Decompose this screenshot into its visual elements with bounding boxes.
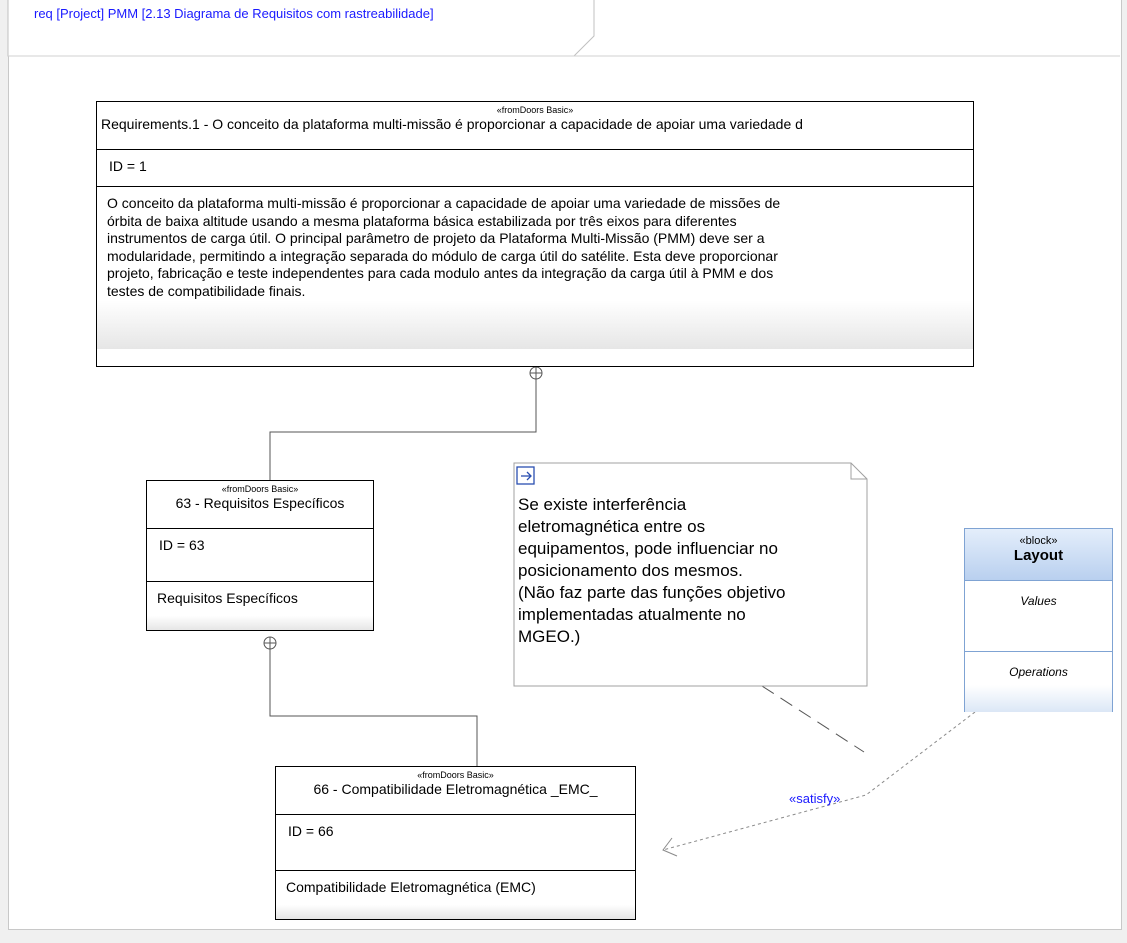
block-compartment-operations: Operations bbox=[965, 652, 1112, 712]
block-header: «block» Layout bbox=[965, 529, 1112, 581]
note-line: equipamentos, pode influenciar no bbox=[518, 539, 778, 558]
note-line: posicionamento dos mesmos. bbox=[518, 561, 743, 580]
requirement-text-line: instrumentos de carga útil. O principal … bbox=[107, 230, 765, 246]
requirement-stereotype: «fromDoors Basic» bbox=[417, 770, 494, 780]
requirement-stereotype: «fromDoors Basic» bbox=[496, 105, 574, 115]
satisfy-label[interactable]: «satisfy» bbox=[789, 791, 841, 806]
requirement-id: ID = 66 bbox=[276, 815, 635, 871]
block-stereotype: «block» bbox=[1019, 535, 1058, 547]
note-line: (Não faz parte das funções objetivo bbox=[518, 583, 786, 602]
requirement-id: ID = 63 bbox=[147, 529, 373, 582]
requirement-text-line: Compatibilidade Eletromagnética (EMC) bbox=[286, 879, 536, 895]
block-name: Layout bbox=[1013, 547, 1064, 564]
requirement-text: O conceito da plataforma multi-missão é … bbox=[97, 187, 973, 349]
requirement-name: 66 - Compatibilidade Eletromagnética _EM… bbox=[313, 781, 598, 797]
requirement-text: Compatibilidade Eletromagnética (EMC) bbox=[276, 871, 635, 919]
note-line: Se existe interferência bbox=[518, 495, 687, 514]
note-text[interactable]: Se existe interferência eletromagnética … bbox=[518, 494, 858, 648]
requirement-text-line: órbita de baixa altitude usando a mesma … bbox=[107, 212, 737, 229]
note-line: eletromagnética entre os bbox=[518, 517, 706, 536]
requirement-name: Requirements.1 - O conceito da plataform… bbox=[101, 116, 803, 132]
requirement-text-line: O conceito da plataforma multi-missão é … bbox=[107, 195, 781, 211]
requirement-text-line: testes de compatibilidade finais. bbox=[107, 282, 306, 299]
requirement-text-line: projeto, fabricação e teste independente… bbox=[107, 265, 774, 281]
requirement-box-66[interactable]: «fromDoors Basic» 66 - Compatibilidade E… bbox=[275, 766, 636, 920]
note-line: MGEO.) bbox=[518, 627, 581, 646]
diagram-frame-title: req [Project] PMM [2.13 Diagrama de Requ… bbox=[34, 6, 434, 21]
block-compartment-values: Values bbox=[965, 581, 1112, 652]
requirement-id: ID = 1 bbox=[97, 150, 973, 187]
note-line: implementadas atualmente no bbox=[518, 605, 746, 624]
requirement-name: 63 - Requisitos Específicos bbox=[175, 495, 345, 511]
requirement-text-line: Requisitos Específicos bbox=[157, 590, 298, 606]
requirement-stereotype: «fromDoors Basic» bbox=[221, 484, 299, 494]
requirement-box-63[interactable]: «fromDoors Basic» 63 - Requisitos Especí… bbox=[146, 480, 374, 631]
block-layout[interactable]: «block» Layout Values Operations bbox=[964, 528, 1113, 712]
requirement-box-1[interactable]: «fromDoors Basic» Requirements.1 - O con… bbox=[96, 101, 974, 367]
requirement-text-line: modularidade, permitindo a integração se… bbox=[107, 247, 778, 264]
requirement-text: Requisitos Específicos bbox=[147, 582, 373, 630]
